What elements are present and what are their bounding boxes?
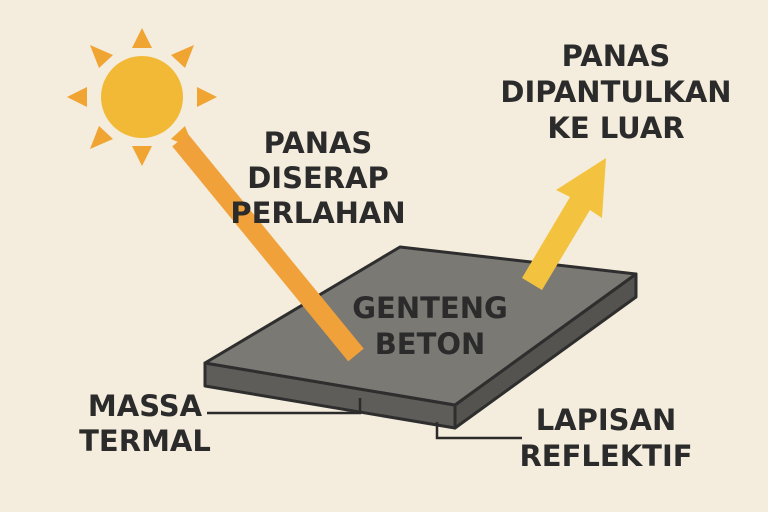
reflected-label-1: PANAS [562, 39, 671, 73]
reflected-heat-arrow [522, 158, 606, 290]
reflective-layer-leader [435, 422, 522, 440]
reflective-layer-label-1: LAPISAN [536, 403, 677, 437]
reflected-label-2: DIPANTULKAN [500, 75, 731, 109]
thermal-mass-leader [207, 398, 362, 415]
absorbed-heat-beam [172, 133, 364, 362]
tile-label-1: GENTENG [352, 291, 508, 325]
absorbed-label-3: PERLAHAN [230, 196, 405, 230]
absorbed-label-1: PANAS [264, 126, 373, 160]
leader-lines [207, 398, 522, 440]
thermal-mass-label-2: TERMAL [79, 424, 211, 458]
tile-top-face [203, 245, 638, 407]
sun-icon [67, 28, 217, 166]
reflective-layer-label-2: REFLEKTIF [519, 439, 692, 473]
concrete-tile [203, 245, 638, 430]
thermal-mass-label-1: MASSA [88, 389, 203, 423]
absorbed-label-2: DISERAP [247, 161, 389, 195]
reflected-label-3: KE LUAR [547, 111, 684, 145]
tile-label-2: BETON [375, 327, 486, 361]
